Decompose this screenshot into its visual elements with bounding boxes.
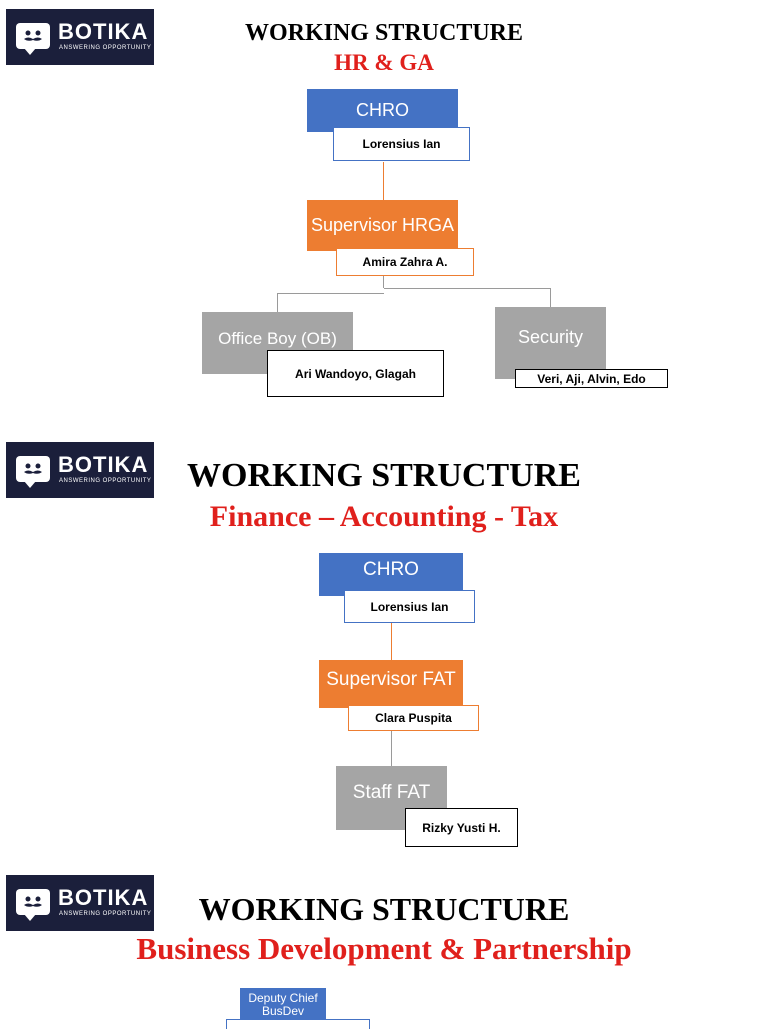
person-box-chro: Lorensius Ian	[333, 127, 470, 161]
connector-line	[277, 293, 278, 312]
logo-tagline: ANSWERING OPPORTUNITY	[59, 478, 152, 484]
section-title: WORKING STRUCTURE	[244, 20, 524, 46]
connector-line	[391, 623, 392, 660]
botika-mascot-icon	[16, 456, 50, 488]
botika-logo: BOTIKA ANSWERING OPPORTUNITY	[6, 9, 154, 65]
person-box-deputy-chief-busdev	[226, 1019, 370, 1029]
role-box-chro: CHRO	[319, 553, 463, 596]
connector-line	[277, 293, 384, 294]
person-box-security: Veri, Aji, Alvin, Edo	[515, 369, 668, 388]
botika-mascot-icon	[16, 889, 50, 921]
section-finance: BOTIKA ANSWERING OPPORTUNITY WORKING STR…	[6, 442, 581, 847]
role-box-security: Security	[495, 307, 606, 379]
person-box-supervisor-hrga: Amira Zahra A.	[336, 248, 474, 276]
logo-name: BOTIKA	[58, 885, 149, 910]
section-title: WORKING STRUCTURE	[187, 457, 581, 494]
role-box-supervisor-fat: Supervisor FAT	[319, 660, 463, 708]
section-title: WORKING STRUCTURE	[198, 891, 570, 927]
botika-logo: BOTIKA ANSWERING OPPORTUNITY	[6, 875, 154, 931]
person-box-office-boy: Ari Wandoyo, Glagah	[267, 350, 444, 397]
logo-name: BOTIKA	[58, 19, 149, 44]
connector-line	[550, 288, 551, 307]
section-hr-ga: BOTIKA ANSWERING OPPORTUNITY WORKING STR…	[0, 0, 768, 410]
section-subtitle: Business Development & Partnership	[136, 931, 632, 966]
connector-line	[384, 288, 550, 289]
botika-mascot-icon	[16, 23, 50, 55]
logo-tagline: ANSWERING OPPORTUNITY	[59, 911, 152, 917]
connector-line	[383, 276, 384, 288]
botika-logo: BOTIKA ANSWERING OPPORTUNITY	[6, 442, 154, 498]
connector-line	[383, 162, 384, 200]
logo-tagline: ANSWERING OPPORTUNITY	[59, 45, 152, 51]
connector-line	[391, 731, 392, 766]
role-box-chro: CHRO	[307, 89, 458, 132]
role-box-deputy-chief-busdev: Deputy Chief BusDev	[240, 988, 326, 1024]
logo-name: BOTIKA	[58, 452, 149, 477]
person-box-supervisor-fat: Clara Puspita	[348, 705, 479, 731]
person-box-chro: Lorensius Ian	[344, 590, 475, 623]
role-box-supervisor-hrga: Supervisor HRGA	[307, 200, 458, 251]
section-subtitle: HR & GA	[334, 50, 434, 75]
person-box-staff-fat: Rizky Yusti H.	[405, 808, 518, 847]
section-subtitle: Finance – Accounting - Tax	[209, 500, 559, 533]
